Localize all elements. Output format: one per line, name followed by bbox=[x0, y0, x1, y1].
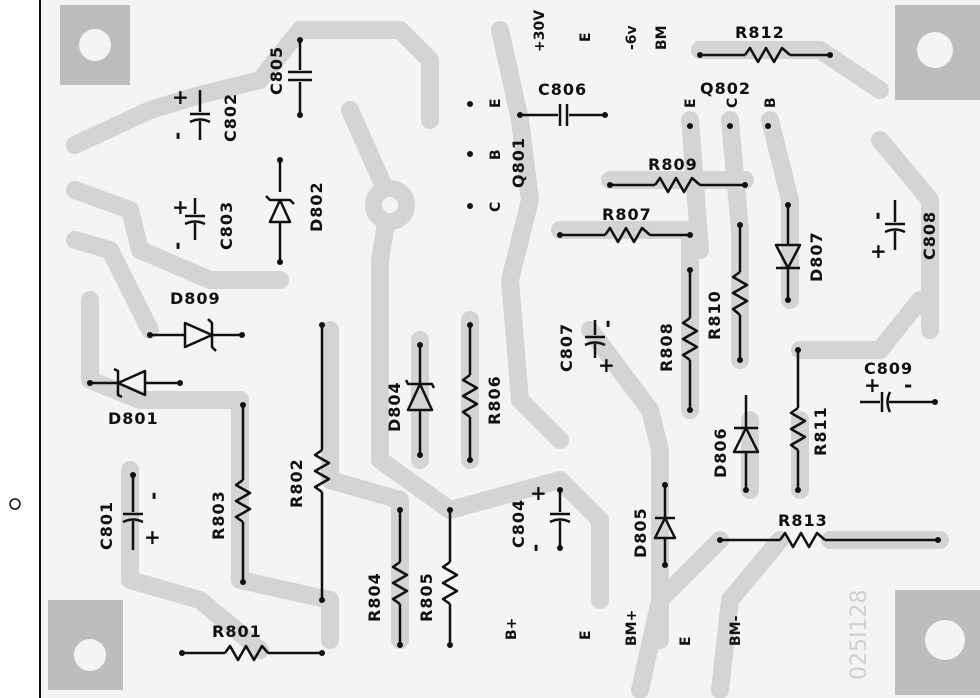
bm-top-label: BM bbox=[654, 25, 670, 50]
c802-minus: - bbox=[165, 132, 189, 140]
e-top-label: E bbox=[578, 32, 594, 42]
diode-D809 bbox=[147, 318, 245, 352]
c808-minus: - bbox=[865, 212, 889, 220]
e-bottom1-label: E bbox=[578, 630, 594, 640]
c807-plus: + bbox=[598, 353, 615, 377]
label-C807: C807 bbox=[557, 323, 576, 372]
capacitor-C803 bbox=[184, 198, 206, 240]
capacitor-C805 bbox=[288, 37, 312, 118]
label-R807: R807 bbox=[602, 205, 652, 224]
q802-e-label: E bbox=[683, 98, 699, 108]
label-C804: C804 bbox=[509, 499, 528, 548]
c809-minus: - bbox=[904, 373, 912, 397]
watermark: 025I128 bbox=[847, 590, 872, 680]
q801-b-label: B bbox=[488, 149, 504, 160]
mounting-pads bbox=[48, 5, 980, 695]
label-R813: R813 bbox=[778, 511, 828, 530]
resistor-R801 bbox=[179, 644, 325, 662]
label-D806: D806 bbox=[711, 427, 730, 478]
e-bottom2-label: E bbox=[678, 636, 694, 646]
c804-minus: - bbox=[523, 544, 547, 552]
label-C809: C809 bbox=[864, 359, 913, 378]
label-D805: D805 bbox=[631, 507, 650, 558]
q801-e-label: E bbox=[488, 98, 504, 108]
label-R808: R808 bbox=[657, 322, 676, 372]
capacitor-C808 bbox=[884, 200, 906, 250]
resistor-R803 bbox=[234, 402, 252, 585]
resistor-R804 bbox=[391, 507, 409, 648]
label-R810: R810 bbox=[705, 290, 724, 340]
c807-minus: - bbox=[595, 320, 619, 328]
label-C805: C805 bbox=[267, 46, 286, 95]
diode-D804 bbox=[404, 342, 436, 458]
registration-hole bbox=[9, 498, 21, 510]
plus30v-label: +30V bbox=[532, 10, 548, 52]
c808-plus: + bbox=[870, 239, 887, 263]
label-R804: R804 bbox=[365, 572, 384, 622]
resistor-R808 bbox=[681, 267, 699, 413]
label-R805: R805 bbox=[417, 572, 436, 622]
label-D804: D804 bbox=[385, 381, 404, 432]
label-D809: D809 bbox=[170, 289, 221, 308]
label-R803: R803 bbox=[209, 490, 228, 540]
resistor-R802 bbox=[313, 322, 331, 603]
label-R812: R812 bbox=[735, 23, 785, 42]
c803-plus: + bbox=[172, 195, 189, 219]
b-plus-label: B+ bbox=[504, 618, 520, 640]
c802-plus: + bbox=[172, 85, 189, 109]
label-D807: D807 bbox=[807, 231, 826, 282]
capacitor-C804 bbox=[549, 487, 571, 551]
label-C801: C801 bbox=[97, 501, 116, 550]
c803-minus: - bbox=[165, 242, 189, 250]
resistor-R807 bbox=[557, 226, 693, 244]
c801-plus: + bbox=[144, 525, 161, 549]
resistor-R812 bbox=[697, 46, 833, 64]
capacitor-C801 bbox=[122, 472, 144, 550]
transistor-Q801-pads bbox=[467, 101, 473, 209]
label-D801: D801 bbox=[108, 409, 159, 428]
label-Q802: Q802 bbox=[700, 79, 751, 98]
bm-minus-label: BM- bbox=[728, 615, 744, 646]
resistor-R805 bbox=[441, 507, 459, 648]
label-R801: R801 bbox=[212, 622, 262, 641]
diode-D801 bbox=[87, 367, 183, 399]
label-R806: R806 bbox=[485, 375, 504, 425]
q802-c-label: C bbox=[725, 98, 741, 108]
resistor-R813 bbox=[717, 531, 941, 549]
label-R811: R811 bbox=[811, 406, 830, 456]
minus6v-label: -6v bbox=[624, 25, 640, 50]
label-C806: C806 bbox=[538, 80, 587, 99]
diode-D802 bbox=[265, 157, 295, 265]
resistor-R811 bbox=[789, 347, 807, 493]
capacitor-C802 bbox=[189, 90, 211, 140]
c809-plus: + bbox=[864, 373, 881, 397]
label-C808: C808 bbox=[920, 211, 939, 260]
label-D802: D802 bbox=[307, 181, 326, 232]
bm-plus-label: BM+ bbox=[624, 610, 640, 646]
transistor-Q802-pads bbox=[687, 123, 771, 129]
q802-b-label: B bbox=[763, 97, 779, 108]
diode-D805 bbox=[653, 482, 677, 568]
c804-plus: + bbox=[530, 481, 547, 505]
label-R809: R809 bbox=[648, 155, 698, 174]
resistor-R809 bbox=[607, 176, 748, 194]
capacitor-C809 bbox=[860, 391, 938, 413]
label-C802: C802 bbox=[221, 93, 240, 142]
c801-minus: - bbox=[141, 492, 165, 500]
diode-D807 bbox=[774, 202, 802, 303]
capacitor-C807 bbox=[584, 320, 606, 358]
resistor-R806 bbox=[461, 322, 479, 463]
resistor-R810 bbox=[731, 222, 749, 363]
label-C803: C803 bbox=[217, 201, 236, 250]
label-R802: R802 bbox=[287, 458, 306, 508]
label-Q801: Q801 bbox=[509, 137, 528, 188]
q801-c-label: C bbox=[488, 202, 504, 212]
capacitor-C806 bbox=[517, 104, 608, 126]
diode-D806 bbox=[732, 395, 760, 493]
